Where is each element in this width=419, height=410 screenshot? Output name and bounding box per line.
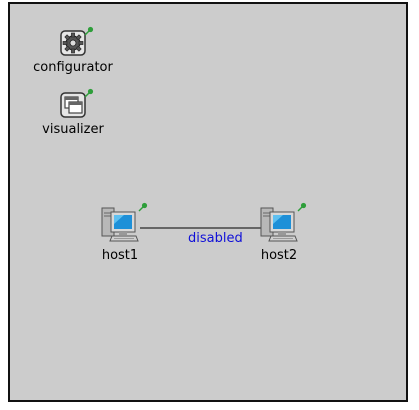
link-line[interactable] (10, 4, 408, 402)
pin-icon (84, 26, 94, 36)
configurator-module[interactable]: configurator (24, 26, 122, 75)
host2-label: host2 (260, 248, 298, 263)
pin-icon (297, 202, 307, 212)
network-canvas[interactable]: configurator visualizer (8, 2, 408, 402)
link-label: disabled (188, 231, 243, 246)
computer-icon (101, 207, 139, 242)
host1-module[interactable]: host1 (90, 202, 150, 263)
gear-icon (60, 30, 86, 56)
visualizer-label: visualizer (42, 122, 104, 137)
host2-icon-wrap (259, 202, 307, 244)
computer-icon (260, 207, 298, 242)
host1-label: host1 (101, 248, 139, 263)
pin-icon (84, 88, 94, 98)
pin-icon (138, 202, 148, 212)
configurator-label: configurator (33, 60, 113, 75)
visualizer-module[interactable]: visualizer (24, 88, 122, 137)
host1-icon-wrap (100, 202, 148, 244)
host2-module[interactable]: host2 (249, 202, 309, 263)
window-icon (60, 92, 86, 118)
configurator-icon-wrap (60, 26, 94, 56)
visualizer-icon-wrap (60, 88, 94, 118)
